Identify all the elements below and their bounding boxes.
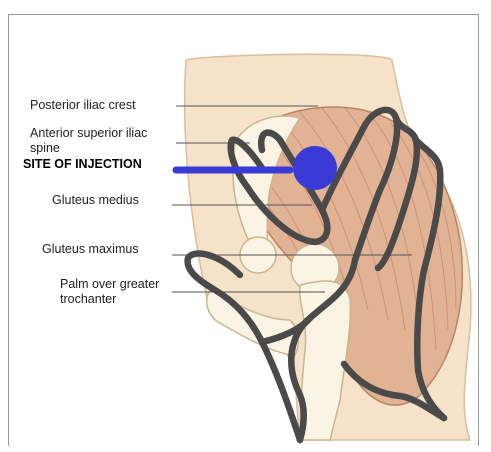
label-anterior-superior-iliac-spine: Anterior superior iliac spine	[30, 126, 147, 156]
label-gluteus-maximus: Gluteus maximus	[42, 242, 139, 257]
label-gluteus-medius: Gluteus medius	[52, 193, 139, 208]
label-palm-over-greater-trochanter: Palm over greater trochanter	[60, 277, 159, 307]
label-posterior-iliac-crest: Posterior iliac crest	[30, 98, 136, 113]
injection-site-dot	[293, 146, 337, 190]
label-site-of-injection: SITE OF INJECTION	[23, 157, 142, 172]
